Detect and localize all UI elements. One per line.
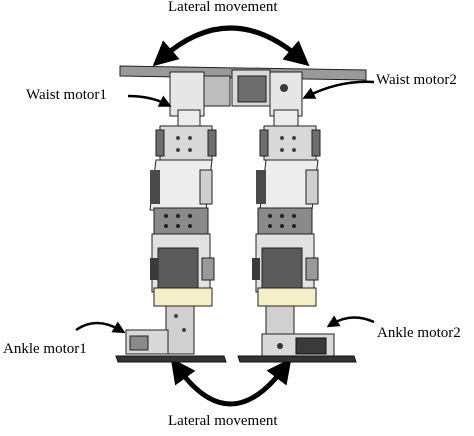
waist-motor1-pointer [127,94,172,107]
bottom-lateral-arrow [170,357,292,407]
ankle-motor2-pointer [326,315,375,328]
top-lateral-arrow [152,25,310,67]
ankle-motor-2-label: Ankle motor2 [377,325,461,341]
left-leg [115,71,231,363]
waist-motor2-pointer [302,80,375,99]
bottom-lateral-movement-label: Lateral movement [168,413,278,429]
ankle-motor-1-label: Ankle motor1 [3,341,87,357]
right-leg [231,69,357,363]
ankle-motor1-pointer [75,321,126,334]
waist-motor-1-label: Waist motor1 [26,87,107,103]
waist-motor-2-label: Waist motor2 [376,72,457,88]
top-lateral-movement-label: Lateral movement [168,0,278,15]
